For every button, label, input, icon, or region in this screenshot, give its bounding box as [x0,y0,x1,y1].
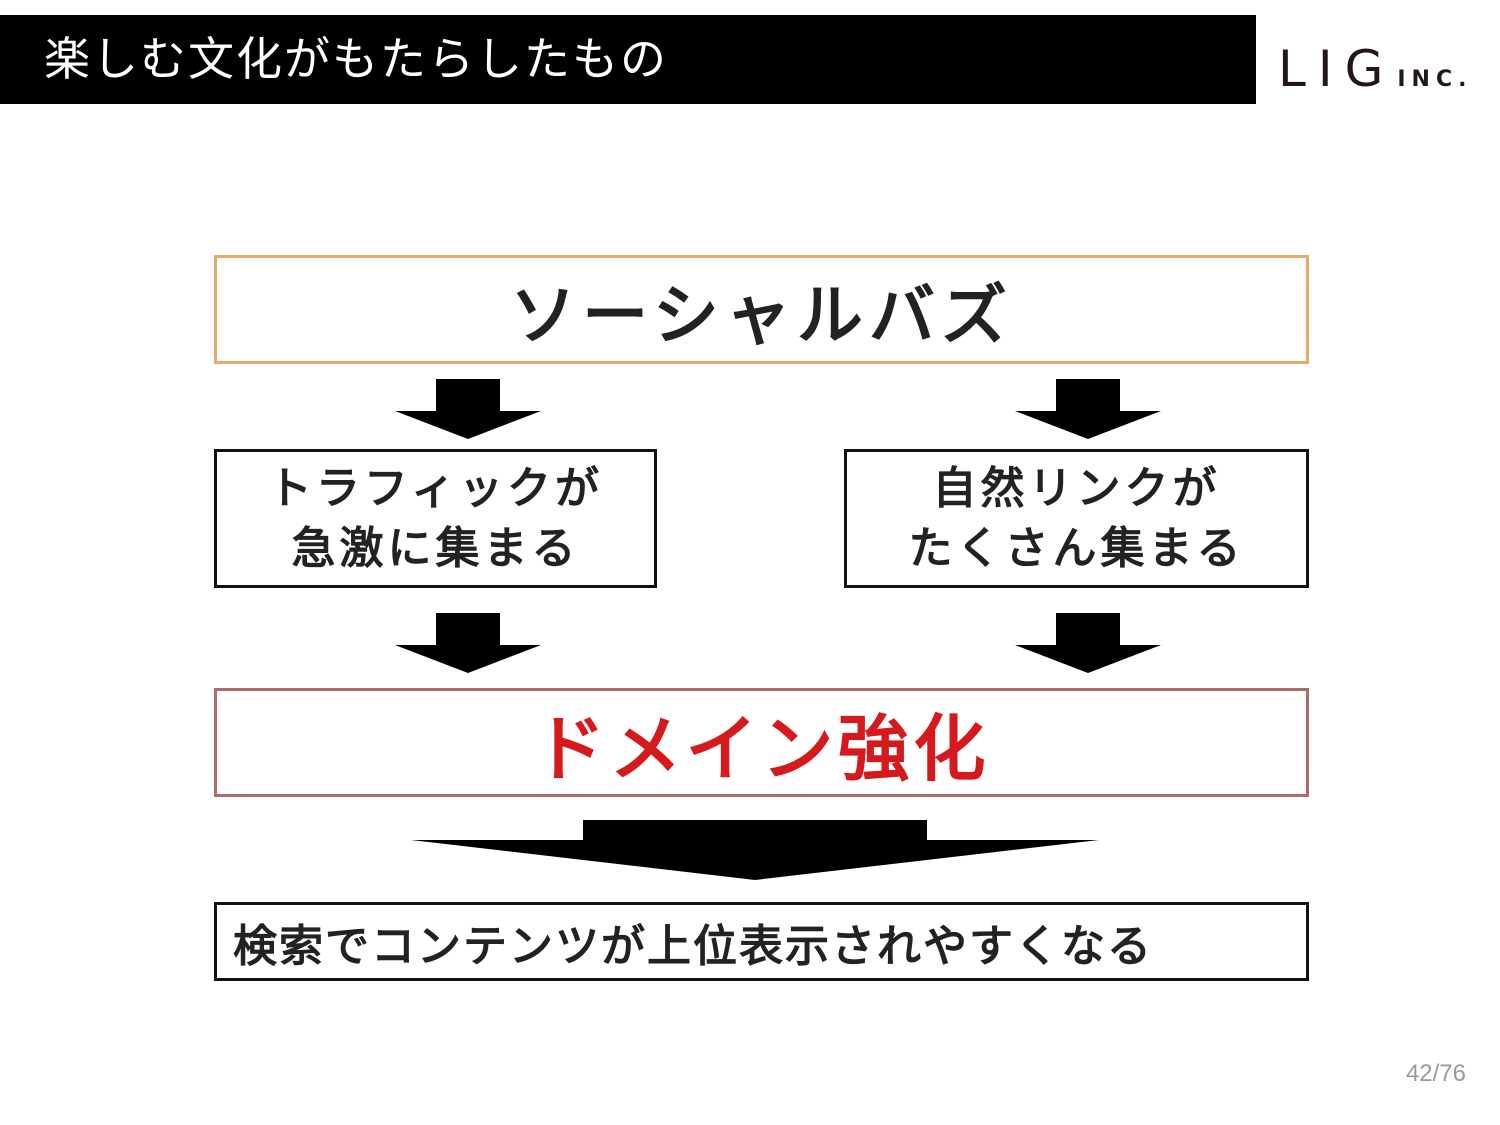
title-bar: 楽しむ文化がもたらしたもの [0,15,1256,104]
arrow-down-wide [411,820,1099,880]
logo-main-text: LIG [1278,40,1396,98]
domain-strength-label: ドメイン強化 [533,707,990,791]
search-ranking-label: 検索でコンテンツが上位表示されやすくなる [233,920,1153,972]
social-buzz-box: ソーシャルバズ [214,255,1309,364]
arrow-down-left-2 [395,613,541,673]
search-ranking-box: 検索でコンテンツが上位表示されやすくなる [214,902,1309,981]
page-number: 42/76 [1405,1060,1466,1087]
natural-links-box: 自然リンクが たくさん集まる [844,449,1309,588]
traffic-line-1: トラフィックが [267,462,604,514]
natural-links-line-2: たくさん集まる [908,522,1245,574]
slide-title: 楽しむ文化がもたらしたもの [44,32,668,86]
natural-links-line-1: 自然リンクが [932,462,1221,514]
social-buzz-label: ソーシャルバズ [510,276,1013,354]
lig-logo: LIGINC. [1278,44,1472,94]
logo-sub-text: INC. [1397,67,1473,92]
arrow-down-left-1 [395,379,541,439]
traffic-line-2: 急激に集まる [291,522,580,574]
domain-strength-box: ドメイン強化 [214,688,1309,797]
arrow-down-right-1 [1015,379,1161,439]
traffic-box: トラフィックが 急激に集まる [214,449,657,588]
arrow-down-right-2 [1015,613,1161,673]
